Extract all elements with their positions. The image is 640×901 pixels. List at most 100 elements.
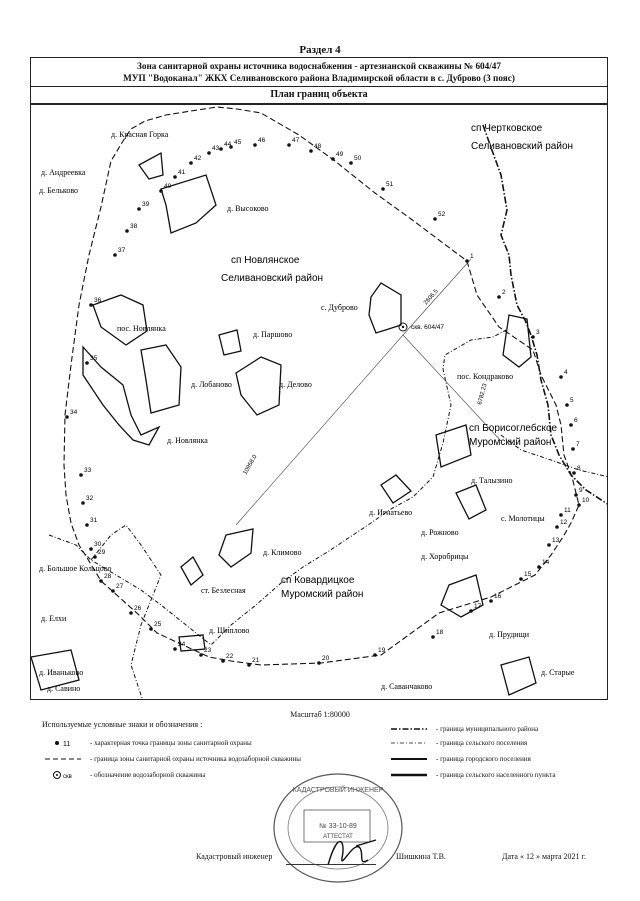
map-frame: 2606.5 6782.23 10958.0	[30, 104, 608, 700]
boundary-point-label-44: 44	[224, 141, 232, 148]
boundary-point-label-36: 36	[94, 297, 102, 304]
boundary-point-29	[93, 555, 97, 559]
boundary-point-label-8: 8	[577, 465, 581, 472]
label-dubrovo: с. Дуброво	[321, 303, 358, 312]
boundary-point-label-24: 24	[178, 641, 186, 648]
well-label: скв. 604/47	[411, 324, 444, 331]
engineer-name: Шишкина Т.В.	[396, 852, 446, 861]
boundary-point-22	[221, 659, 225, 663]
polygon-novlyanka	[82, 345, 161, 446]
polygon-molotitsy	[455, 484, 487, 520]
section-title: Раздел 4	[299, 44, 341, 56]
boundary-point-label-22: 22	[226, 653, 234, 660]
boundary-point-label-32: 32	[86, 495, 94, 502]
boundary-point-label-47: 47	[292, 137, 300, 144]
boundary-point-3	[531, 335, 535, 339]
boundary-point-label-50: 50	[354, 155, 362, 162]
label-staroe: д. Старые	[541, 668, 575, 677]
polygon-krasnaya-gorka	[138, 151, 164, 180]
rural-boundary-3	[90, 524, 162, 699]
polygon-staroe	[500, 656, 537, 696]
label-klimovo: д. Климово	[263, 548, 301, 557]
distance-label-1: 2606.5	[423, 288, 440, 306]
district-borisoglebskoe-region: Муромский район	[469, 437, 551, 448]
boundary-point-27	[111, 589, 115, 593]
svg-text:АТТЕСТАТ: АТТЕСТАТ	[323, 834, 353, 840]
signature-line	[286, 864, 376, 865]
boundary-point-label-42: 42	[194, 155, 202, 162]
legend-municipal-desc: - граница муниципального района	[436, 725, 539, 733]
label-talyzino: д. Талызино	[471, 476, 512, 485]
boundary-point-label-3: 3	[536, 329, 540, 336]
header-line-1: Зона санитарной охраны источника водосна…	[137, 61, 501, 71]
boundary-point-label-10: 10	[582, 497, 590, 504]
boundary-point-41	[173, 175, 177, 179]
boundary-point-38	[125, 229, 129, 233]
svg-text:КАДАСТРОВЫЙ ИНЖЕНЕР: КАДАСТРОВЫЙ ИНЖЕНЕР	[293, 785, 384, 794]
boundary-point-19	[373, 653, 377, 657]
label-bolshoe-koltsovo: д. Большое Кольцово	[39, 564, 111, 573]
boundary-point-label-1: 1	[470, 253, 474, 260]
boundary-point-36	[89, 303, 93, 307]
boundary-point-44	[219, 147, 223, 151]
label-pos-novlyanka: пос. Новлянка	[117, 324, 166, 333]
boundary-point-label-11: 11	[564, 507, 571, 514]
boundary-point-12	[555, 525, 559, 529]
district-borisoglebskoe-name: сп Борисоглебское	[469, 422, 558, 434]
boundary-point-label-23: 23	[204, 647, 212, 654]
boundary-point-21	[247, 663, 251, 667]
boundary-point-40	[159, 189, 163, 193]
boundary-point-43	[207, 151, 211, 155]
label-lobanovo: д. Лобаново	[191, 380, 232, 389]
boundary-point-label-29: 29	[98, 549, 106, 556]
boundary-point-1	[465, 259, 469, 263]
boundary-point-label-33: 33	[84, 467, 92, 474]
boundary-point-label-2: 2	[502, 289, 506, 296]
svg-text:11: 11	[63, 741, 70, 748]
boundary-point-label-12: 12	[560, 519, 568, 526]
label-andreevka: д. Андреевка	[41, 168, 86, 177]
boundary-point-34	[65, 415, 69, 419]
polygon-klimovo	[218, 528, 254, 568]
district-labels: сп Чертковское Селивановский район сп Но…	[221, 123, 573, 600]
boundary-point-32	[81, 501, 85, 505]
legend-well-symbol: скв	[42, 770, 84, 780]
settlement-polygons	[31, 151, 537, 696]
settlement-labels: д. Красная Горка д. Андреевка д. Бельков…	[39, 130, 575, 693]
boundary-point-46	[253, 143, 257, 147]
radius-line-1	[402, 258, 472, 336]
label-kondrakovo: пос. Кондраково	[457, 372, 513, 381]
municipal-boundary	[482, 124, 607, 505]
district-chertkovskoe-name: сп Чертковское	[471, 123, 543, 134]
boundary-point-label-5: 5	[570, 397, 574, 404]
label-rozhnovo: д. Рожново	[421, 528, 459, 537]
legend-settlement: - граница сельского населенного пункта	[388, 770, 555, 780]
legend-rural-desc: - граница сельского поселения	[436, 739, 528, 747]
label-vysokovo: д. Высоково	[227, 204, 269, 213]
svg-text:скв: скв	[63, 774, 72, 780]
boundary-point-24	[173, 647, 177, 651]
boundary-point-label-38: 38	[130, 223, 138, 230]
signature-scribble	[327, 839, 377, 866]
boundary-point-label-6: 6	[574, 417, 578, 424]
boundary-point-label-25: 25	[154, 621, 162, 628]
map-scale: Масштаб 1:80000	[290, 710, 350, 719]
boundary-point-17	[469, 609, 473, 613]
boundary-point-label-26: 26	[134, 605, 142, 612]
legend-rural: - граница сельского поселения	[388, 738, 527, 748]
zone-boundary	[63, 106, 580, 666]
boundary-point-16	[489, 599, 493, 603]
label-krasnaya-gorka: д. Красная Горка	[111, 130, 169, 139]
boundary-point-label-21: 21	[252, 657, 260, 664]
boundary-point-14	[537, 565, 541, 569]
boundary-point-10	[577, 503, 581, 507]
label-belkovo: д. Бельково	[39, 186, 78, 195]
boundary-point-label-19: 19	[378, 647, 386, 654]
boundary-point-39	[137, 207, 141, 211]
label-molotitsy: с. Молотицы	[501, 514, 545, 523]
well-marker	[398, 322, 408, 332]
polygon-dubrovo	[368, 282, 402, 334]
polygon-savino	[31, 649, 80, 691]
district-kovarditskoe-region: Муромский район	[281, 589, 363, 600]
label-ignatyevo: д. Игнатьево	[369, 508, 412, 517]
